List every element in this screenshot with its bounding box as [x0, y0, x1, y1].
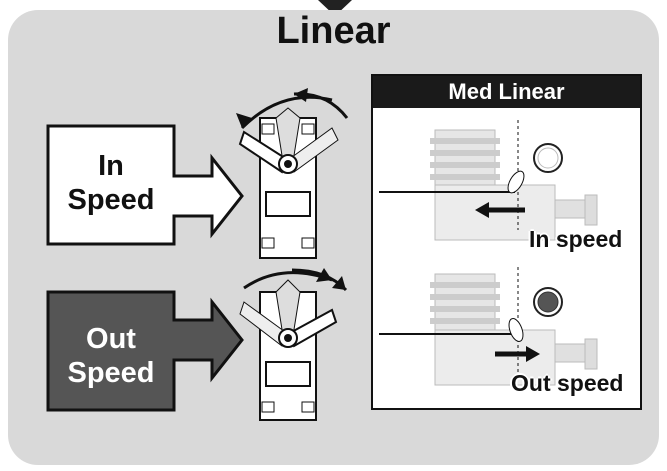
left-arrow-icon: [475, 202, 489, 218]
servo-out-illustration: [239, 268, 348, 421]
out-speed-button[interactable]: Out Speed: [46, 290, 246, 412]
page-title: Linear: [276, 10, 391, 52]
out-speed-label-line1: Out: [86, 323, 136, 355]
med-linear-header: Med Linear: [373, 76, 640, 108]
in-speed-caption: In speed: [529, 226, 623, 252]
in-speed-label-line1: In: [98, 150, 124, 182]
in-speed-button[interactable]: In Speed: [46, 124, 246, 246]
engine-out-illustration: [379, 267, 598, 386]
right-arrow-icon: [46, 124, 244, 246]
engine-in-illustration: [379, 120, 598, 241]
med-linear-box: Med Linear In speed Out speed: [371, 74, 642, 410]
servo-in-illustration: [236, 88, 349, 259]
right-arrow-icon: [526, 346, 540, 362]
out-speed-caption: Out speed: [511, 370, 624, 396]
right-arrow-icon: [46, 290, 244, 412]
out-speed-label-line2: Speed: [67, 357, 155, 389]
in-speed-label-line2: Speed: [67, 184, 155, 216]
